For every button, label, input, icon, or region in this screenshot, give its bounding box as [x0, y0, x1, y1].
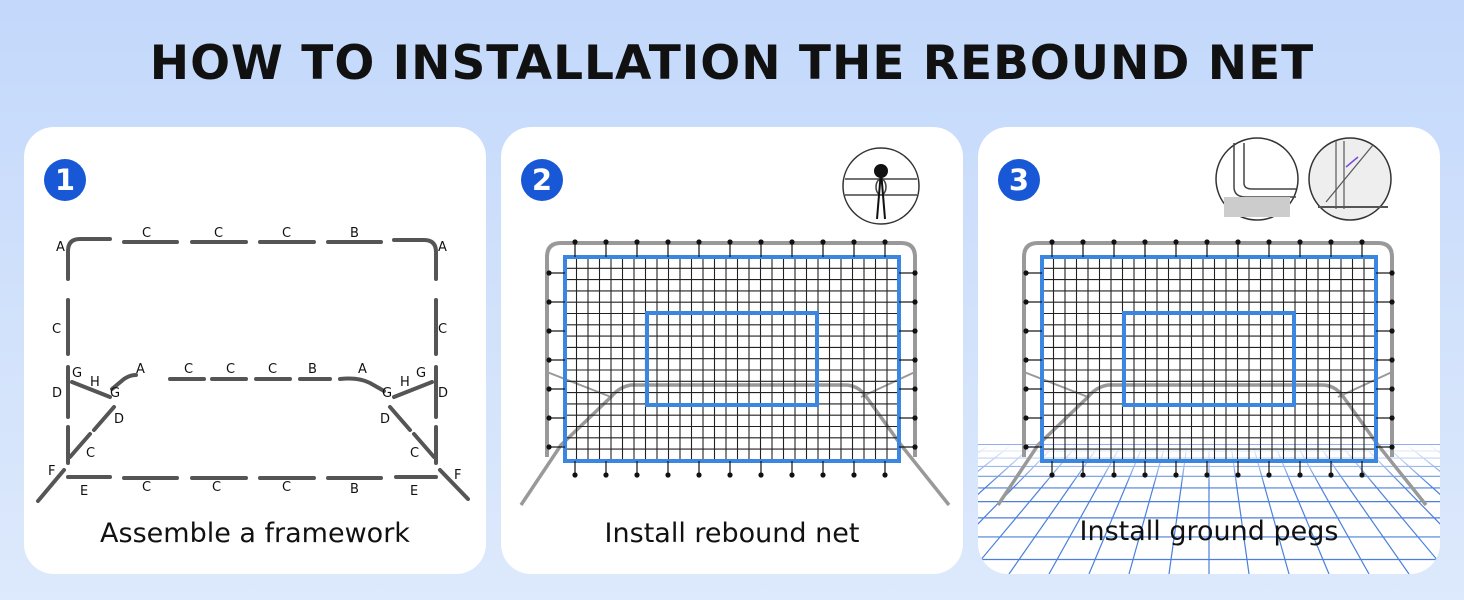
step-2-caption: Install rebound net: [604, 518, 860, 549]
part-label: D: [380, 412, 390, 427]
part-label: B: [350, 226, 359, 241]
framework-parts-diagram: A C C C B A C C G H G D D A C C C B A G …: [36, 226, 470, 503]
part-label: H: [400, 375, 410, 390]
part-label: B: [308, 362, 317, 377]
part-label: C: [226, 362, 235, 377]
part-label: G: [382, 386, 392, 401]
step-1-caption: Assemble a framework: [100, 518, 410, 549]
part-label: C: [86, 446, 95, 461]
step-3-panel: 3 Install ground pegs: [978, 127, 1440, 574]
rebound-net-ground-pegs-diagram: [978, 137, 1440, 574]
part-label: C: [142, 480, 151, 495]
part-label: F: [48, 464, 55, 479]
step-2-panel: 2 Install rebound net: [501, 127, 963, 574]
part-label: C: [438, 322, 447, 337]
part-label: C: [184, 362, 193, 377]
peg-detail-icon: [1215, 137, 1299, 221]
step-3-badge: 3: [998, 159, 1040, 201]
part-label: A: [438, 240, 447, 255]
part-label: C: [214, 226, 223, 241]
step-3-caption: Install ground pegs: [1079, 516, 1339, 547]
part-label: A: [136, 362, 145, 377]
step-1-panel: 1: [24, 127, 486, 574]
part-label: G: [110, 386, 120, 401]
stake-detail-icon: [1308, 137, 1392, 221]
part-label: E: [80, 484, 88, 499]
rebound-net-diagram: [519, 147, 951, 507]
part-label: F: [454, 468, 461, 483]
part-label: C: [52, 322, 61, 337]
step-1-badge: 1: [44, 159, 86, 201]
part-label: E: [410, 484, 418, 499]
part-label: C: [282, 226, 291, 241]
part-label: H: [90, 375, 100, 390]
part-label: C: [410, 446, 419, 461]
page-title: HOW TO INSTALLATION THE REBOUND NET: [149, 36, 1315, 91]
part-label: A: [56, 240, 65, 255]
part-label: A: [358, 362, 367, 377]
part-label: D: [52, 386, 62, 401]
part-label: D: [438, 386, 448, 401]
clip-detail-icon: [842, 147, 920, 225]
part-label: C: [282, 480, 291, 495]
part-label: C: [268, 362, 277, 377]
part-label: G: [72, 366, 82, 381]
part-label: C: [212, 480, 221, 495]
part-label: G: [416, 366, 426, 381]
part-label: D: [114, 412, 124, 427]
part-label: B: [350, 482, 359, 497]
part-label: C: [142, 226, 151, 241]
step-2-badge: 2: [521, 159, 563, 201]
